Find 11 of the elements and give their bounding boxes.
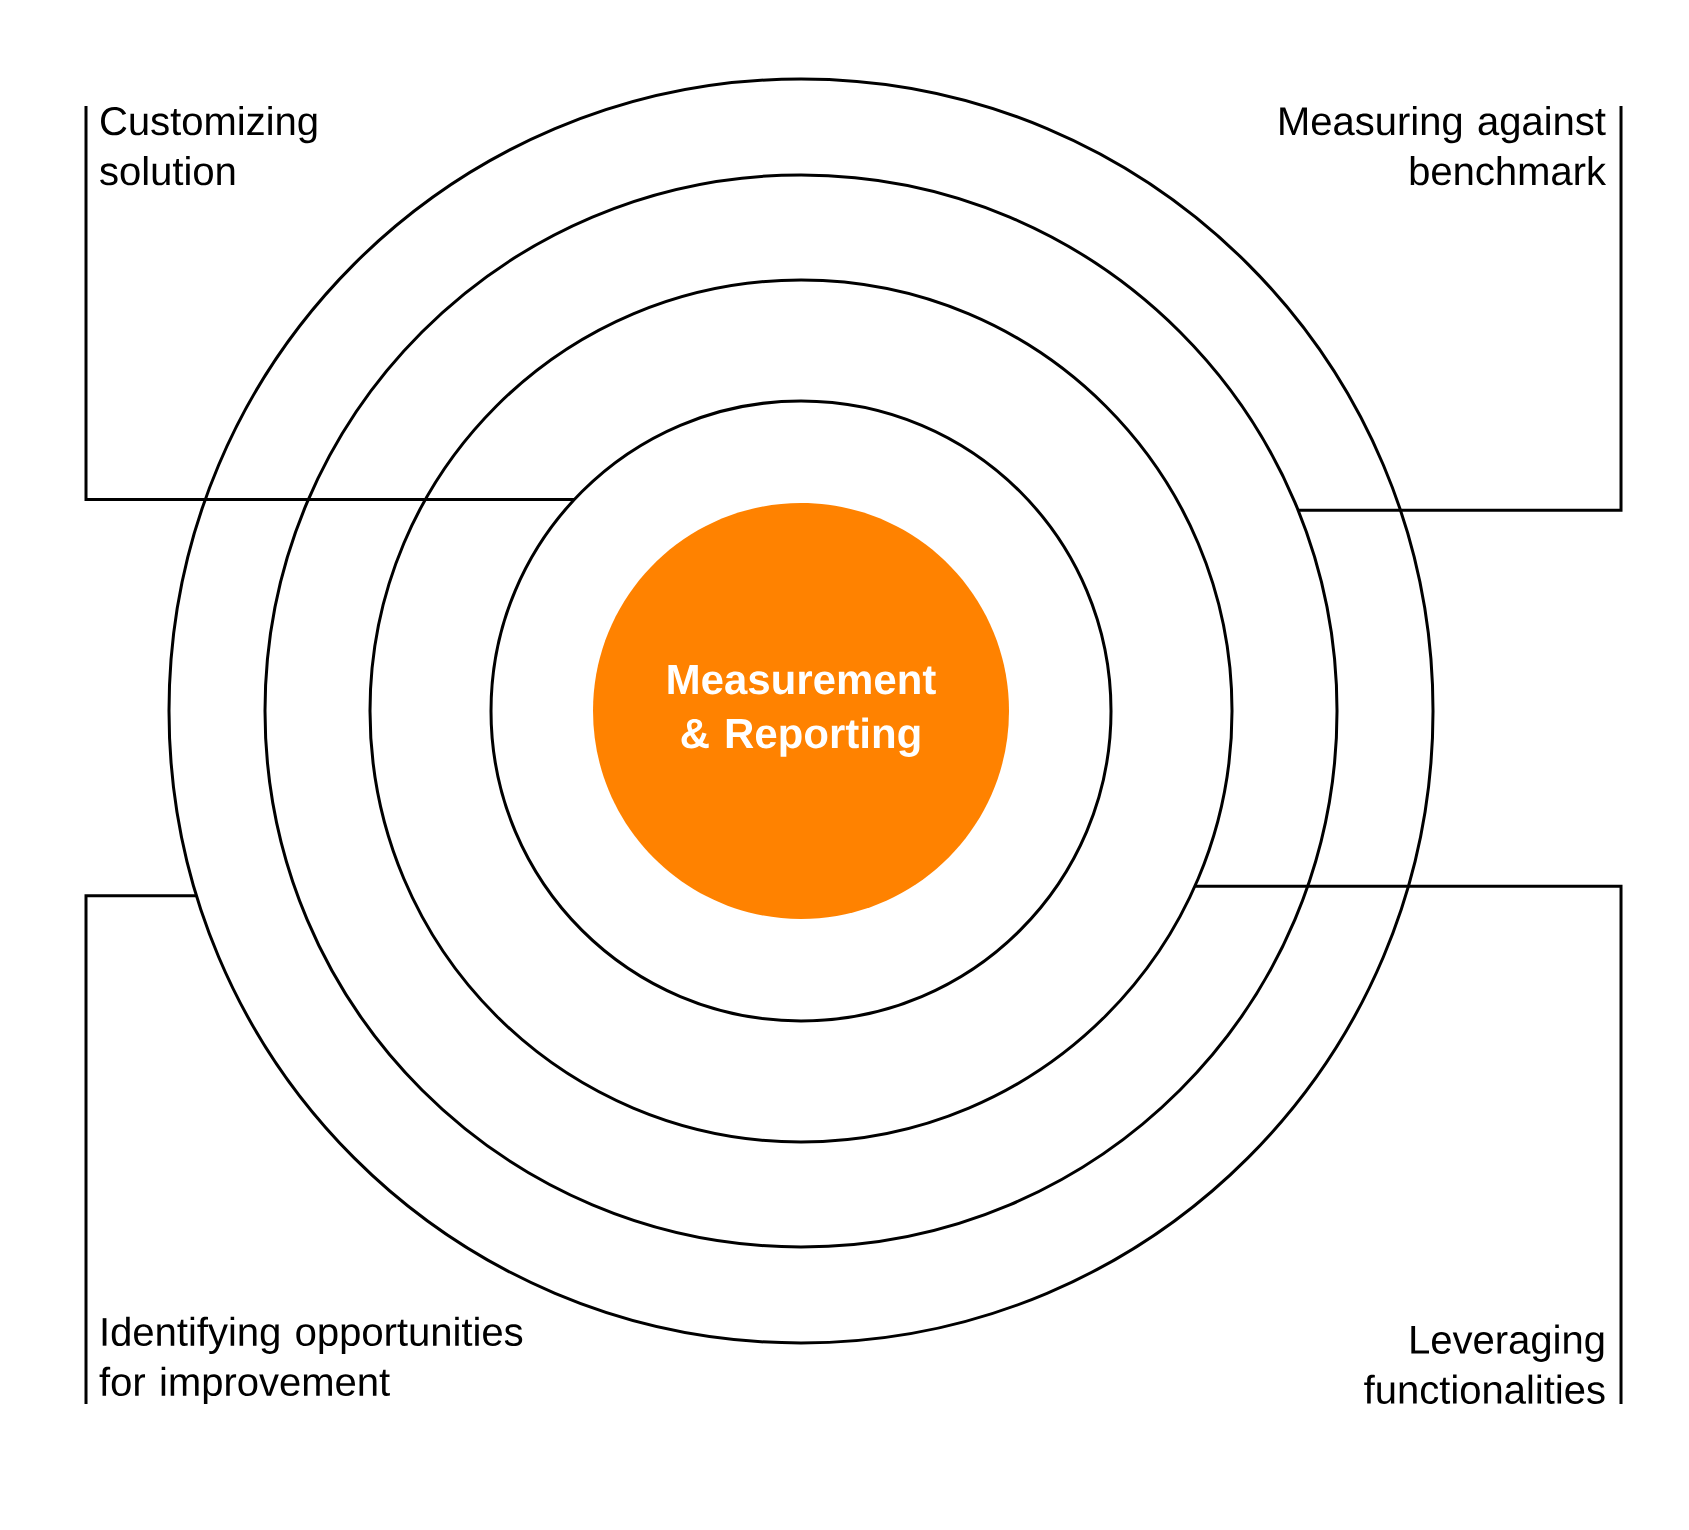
ring-circle	[368, 278, 1234, 1144]
corner-label: Identifying opportunities for improvement	[99, 1316, 523, 1404]
leader-line	[1194, 884, 1623, 1404]
leader-line	[1298, 106, 1623, 512]
ring-circle	[263, 173, 1339, 1249]
corner-label: Measuring against benchmark	[1280, 106, 1607, 186]
ring-circle	[489, 399, 1113, 1023]
leader-line	[84, 894, 197, 1404]
leader-line	[84, 106, 575, 502]
corner-label: Leveraging functionalities	[1364, 1324, 1605, 1404]
corner-label: Customizing solution	[100, 106, 317, 186]
